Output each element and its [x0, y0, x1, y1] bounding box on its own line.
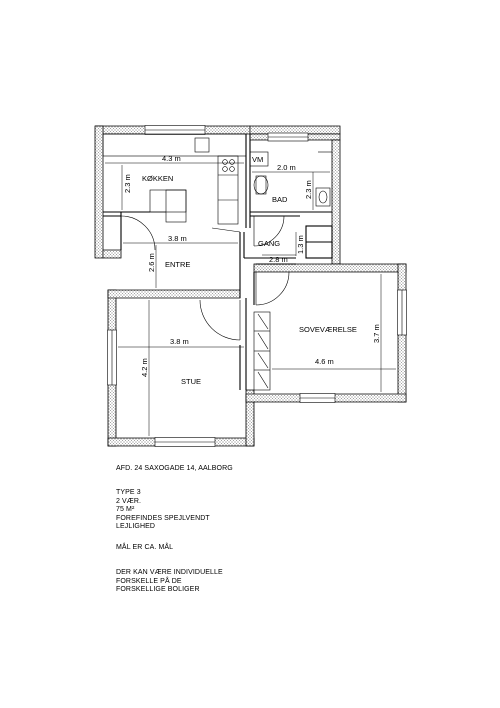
dim-entrance-width: 3.8 m: [168, 234, 187, 243]
info-block-note: DER KAN VÆRE INDIVIDUELLE FORSKELLE PÅ D…: [116, 569, 223, 595]
room-label-bedroom: SOVEVÆRELSE: [299, 325, 357, 334]
measure-note: MÅL ER CA. MÅL: [116, 544, 174, 551]
interior-walls: [103, 134, 333, 390]
info-block-type: TYPE 3 2 VÆR. 75 M² FOREFINDES SPEJLVEND…: [116, 489, 210, 532]
room-label-laundry: VM: [252, 155, 263, 164]
room-label-bath: BAD: [272, 195, 288, 204]
dim-kitchen-depth: 2.3 m: [123, 174, 132, 193]
kitchen-fixtures: [102, 133, 247, 225]
room-label-hall: GANG: [258, 239, 280, 248]
bath-fixtures: [249, 151, 332, 207]
room-label-kitchen: KØKKEN: [142, 174, 173, 183]
dim-hall-width: 2.8 m: [269, 255, 288, 264]
note-line-1: DER KAN VÆRE INDIVIDUELLE: [116, 569, 223, 576]
dim-entrance-depth: 2.6 m: [147, 253, 156, 272]
wardrobes: [253, 311, 271, 391]
dim-bath-depth: 2.3 m: [304, 180, 313, 199]
dim-kitchen-width: 4.3 m: [162, 154, 181, 163]
info-block-address: AFD. 24 SAXOGADE 14, AALBORG: [116, 465, 233, 474]
windows: [107, 125, 407, 447]
room-label-living: STUE: [181, 377, 201, 386]
mirror-text-1: FOREFINDES SPEJLVENDT: [116, 514, 210, 522]
room-label-entrance: ENTRE: [165, 260, 190, 269]
dim-bedroom-depth: 3.7 m: [372, 324, 381, 343]
mirror-text-2: LEJLIGHED: [116, 523, 156, 531]
note-line-3: FORSKELLIGE BOLIGER: [116, 586, 200, 594]
type-text: TYPE 3: [116, 489, 141, 496]
dim-bedroom-width: 4.6 m: [315, 357, 334, 366]
note-line-2: FORSKELLE PÅ DE: [116, 577, 182, 585]
dim-hall-depth: 1.3 m: [296, 235, 305, 254]
info-block-measure: MÅL ER CA. MÅL: [116, 544, 173, 553]
dim-bath-width: 2.0 m: [277, 163, 296, 172]
dim-living-width: 3.8 m: [170, 337, 189, 346]
rooms-text: 2 VÆR.: [116, 497, 142, 505]
dim-living-depth: 4.2 m: [140, 358, 149, 377]
doors: [120, 215, 290, 341]
dimension-lines: [105, 162, 396, 436]
area-text: 75 M²: [116, 506, 135, 514]
address-text: AFD. 24 SAXOGADE 14, AALBORG: [116, 465, 233, 472]
